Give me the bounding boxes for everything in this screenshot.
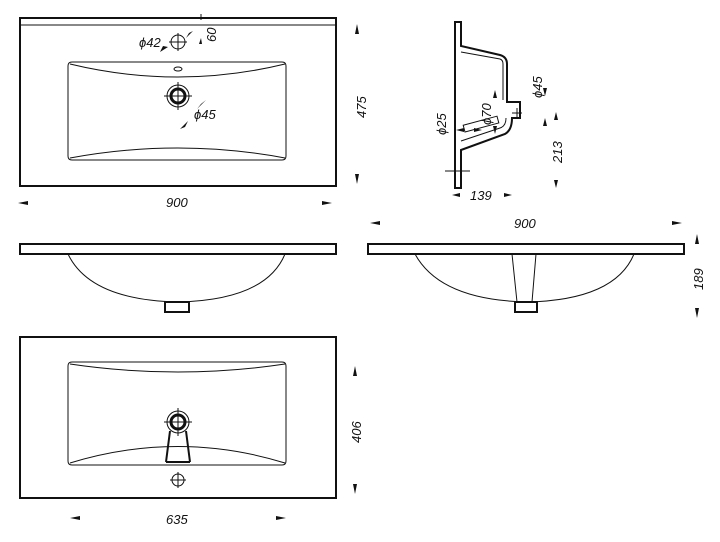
top-view: ϕ42 60 ϕ45 900 475 [18, 14, 369, 210]
tap-hole-diameter-label: ϕ42 [139, 35, 161, 50]
basin-outline [67, 61, 287, 161]
overflow-hole [173, 66, 183, 72]
top-width-label: 900 [166, 195, 188, 210]
tap-offset-label: 60 [204, 27, 219, 42]
bottom-width-label: 635 [166, 512, 188, 527]
bottom-depth-label: 406 [349, 421, 364, 443]
side-view: ϕ25 ϕ70 ϕ45 213 139 [434, 21, 565, 203]
pipe-diameter-label: ϕ70 [479, 103, 494, 125]
top-depth-label: 475 [354, 96, 369, 118]
front-view-right: 900 189 [367, 216, 706, 318]
side-profile [454, 21, 521, 189]
drain-icon [164, 82, 192, 110]
front-height-label: 189 [691, 268, 706, 290]
drain-icon [164, 408, 192, 436]
countertop-outline [19, 17, 337, 187]
tap-hole-icon [170, 472, 186, 488]
front-width-label: 900 [514, 216, 536, 231]
front-view-left [19, 243, 337, 313]
drain-outlet [164, 301, 190, 313]
outlet-diameter-label: ϕ45 [530, 76, 545, 98]
side-depth-label: 139 [470, 188, 492, 203]
arrow-icon [186, 31, 193, 38]
drain-outlet [514, 301, 538, 313]
side-height-label: 213 [550, 141, 565, 164]
drain-diameter-label: ϕ45 [194, 107, 216, 122]
bottom-view: 406 635 [19, 336, 364, 527]
overflow-diameter-label: ϕ25 [434, 113, 449, 135]
tap-hole-icon [169, 33, 187, 51]
